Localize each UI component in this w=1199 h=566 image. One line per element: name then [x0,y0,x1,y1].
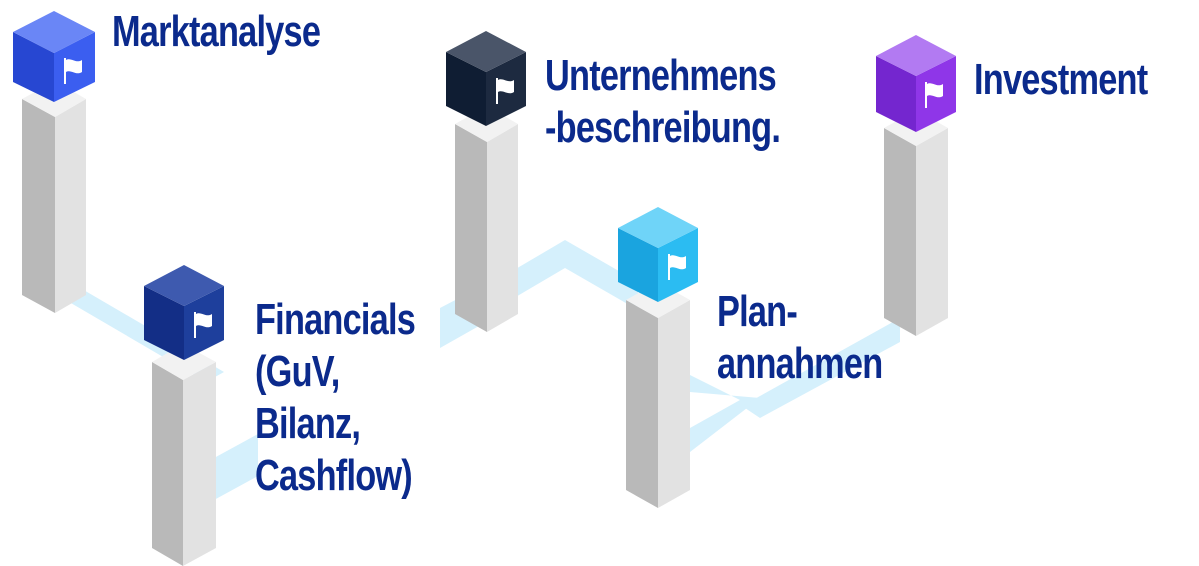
pillar-unternehmensbeschreibung [455,106,518,332]
cube-unternehmensbeschreibung [446,31,526,126]
label-unternehmensbeschreibung: Unternehmens -beschreibung. [545,50,781,154]
label-investment: Investment [974,54,1148,106]
path-segment-5 [690,375,760,452]
flag-icon [64,58,82,84]
pillar-investment [884,110,948,336]
path-segment-4 [480,240,638,312]
cube-plan-annahmen [618,207,698,302]
flag-icon [496,78,514,104]
label-line: (GuV, [255,347,340,396]
cube-financials [144,265,224,360]
label-financials: Financials (GuV, Bilanz, Cashflow) [255,294,416,502]
label-plan-annahmen: Plan- annahmen [717,286,883,390]
label-line: Plan- [717,287,798,336]
label-line: annahmen [717,339,883,388]
label-line: Bilanz, [255,399,361,448]
flag-icon [194,312,212,338]
cube-investment [876,35,956,132]
label-line: Financials [255,295,416,344]
path-segment-2 [214,434,258,500]
label-line: Unternehmens [545,51,777,100]
label-line: Investment [974,55,1148,104]
flag-icon [925,82,943,108]
path-segment-6 [742,318,900,418]
label-line: -beschreibung. [545,103,781,152]
label-line: Cashflow) [255,451,413,500]
pillar-plan-annahmen [626,282,690,508]
flag-icon [668,254,686,280]
label-line: Marktanalyse [112,7,321,56]
label-marktanalyse: Marktanalyse [112,6,321,58]
cube-marktanalyse [13,11,95,102]
pillar-marktanalyse [22,81,86,313]
pillar-financials [152,344,216,566]
